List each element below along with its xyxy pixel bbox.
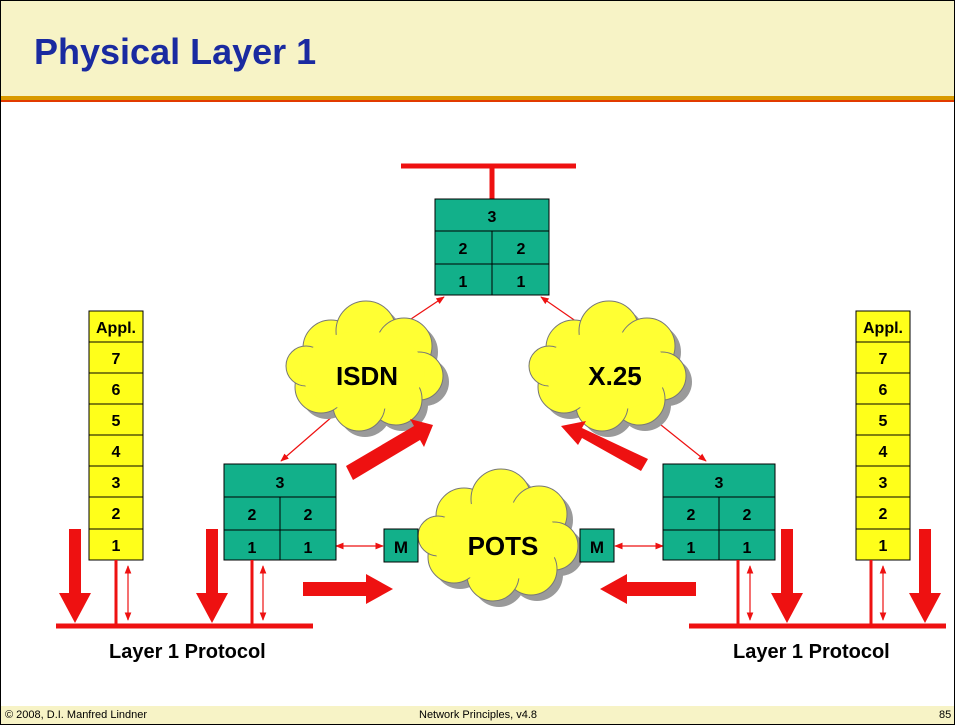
page-number: 85 <box>939 709 952 721</box>
router-layer-1: 1 <box>517 274 526 291</box>
router-layer-1: 1 <box>304 540 313 557</box>
stack-layer-3: 3 <box>112 475 121 492</box>
stack-layer-5: 5 <box>879 413 888 430</box>
stack-layer-4: 4 <box>879 444 888 461</box>
stack-layer-1: 1 <box>879 538 888 555</box>
router-layer-3: 3 <box>715 475 724 492</box>
stack-layer-6: 6 <box>112 382 121 399</box>
up-right-arrow-icon <box>346 419 433 480</box>
network-diagram: ISDN X.25 <box>56 163 946 629</box>
left-arrow-icon <box>600 574 696 604</box>
footer: © 2008, D.I. Manfred Lindner Network Pri… <box>1 706 954 724</box>
left-router: 3 2 2 1 1 <box>223 463 337 561</box>
stack-layer-2: 2 <box>879 506 888 523</box>
stack-layer-1: 1 <box>112 538 121 555</box>
title-bar <box>1 1 954 96</box>
footer-copyright: © 2008, D.I. Manfred Lindner <box>5 709 148 721</box>
router-layer-1: 1 <box>248 540 257 557</box>
modem-label: M <box>590 538 604 557</box>
pots-label: POTS <box>468 531 539 561</box>
stack-layer-5: 5 <box>112 413 121 430</box>
down-arrow-icon <box>196 529 228 623</box>
router-layer-3: 3 <box>488 209 497 226</box>
left-end-stack: Appl. 7 6 5 4 3 2 1 <box>88 310 144 561</box>
router-layer-2: 2 <box>459 241 468 258</box>
right-router: 3 2 2 1 1 <box>662 463 776 561</box>
title-underline <box>1 96 954 100</box>
x25-label: X.25 <box>588 361 642 391</box>
pots-cloud: POTS <box>417 468 584 607</box>
stack-layer-3: 3 <box>879 475 888 492</box>
left-drop-lines <box>114 560 254 626</box>
stack-layer-appl: Appl. <box>863 320 903 337</box>
stack-layer-2: 2 <box>112 506 121 523</box>
down-arrow-icon <box>59 529 91 623</box>
router-layer-2: 2 <box>304 507 313 524</box>
stack-layer-6: 6 <box>879 382 888 399</box>
right-modem: M <box>579 528 615 563</box>
down-arrow-icon <box>771 529 803 623</box>
stack-layer-4: 4 <box>112 444 121 461</box>
title-underline-accent <box>1 100 954 102</box>
top-router: 3 2 2 1 1 <box>434 198 550 296</box>
router-layer-2: 2 <box>687 507 696 524</box>
left-modem: M <box>383 528 419 563</box>
isdn-label: ISDN <box>336 361 398 391</box>
isdn-cloud: ISDN <box>285 300 449 437</box>
router-layer-1: 1 <box>687 540 696 557</box>
stack-layer-appl: Appl. <box>96 320 136 337</box>
right-drop-lines <box>736 560 873 626</box>
router-layer-3: 3 <box>276 475 285 492</box>
right-protocol-label: Layer 1 Protocol <box>733 641 890 663</box>
right-arrow-icon <box>303 574 393 604</box>
down-arrow-icon <box>909 529 941 623</box>
left-protocol-label: Layer 1 Protocol <box>109 641 266 663</box>
router-layer-1: 1 <box>743 540 752 557</box>
slide-title: Physical Layer 1 <box>34 31 317 72</box>
footer-course: Network Principles, v4.8 <box>419 709 537 721</box>
router-layer-2: 2 <box>517 241 526 258</box>
x25-cloud: X.25 <box>528 300 692 437</box>
router-layer-2: 2 <box>743 507 752 524</box>
modem-label: M <box>394 538 408 557</box>
router-layer-1: 1 <box>459 274 468 291</box>
up-left-arrow-icon <box>561 421 648 471</box>
router-layer-2: 2 <box>248 507 257 524</box>
stack-layer-7: 7 <box>112 351 121 368</box>
stack-layer-7: 7 <box>879 351 888 368</box>
big-flow-arrows <box>59 419 941 623</box>
vertical-signal-links <box>124 565 887 621</box>
right-end-stack: Appl. 7 6 5 4 3 2 1 <box>855 310 911 561</box>
